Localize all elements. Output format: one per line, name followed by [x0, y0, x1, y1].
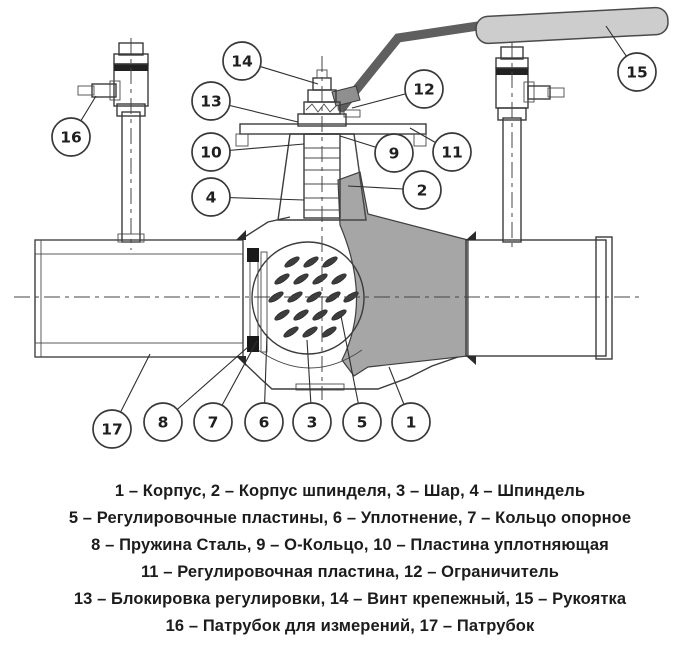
callout-8: 8 [143, 402, 183, 442]
handle-grip [475, 6, 669, 45]
callout-13: 13 [191, 81, 231, 121]
valve-drawing: 14 13 12 16 10 9 11 4 2 15 17 8 7 6 3 5 … [14, 6, 669, 449]
drain-plug [295, 383, 345, 391]
fitting-nipple [91, 83, 117, 98]
callout-14-label: 14 [231, 53, 253, 71]
callout-2: 2 [402, 170, 442, 210]
spring-bottom [247, 336, 259, 352]
callout-3: 3 [292, 402, 332, 442]
fitting-nipple [527, 85, 551, 100]
callout-7: 7 [193, 402, 233, 442]
centerlines [14, 38, 644, 400]
legend-line-5: 13 – Блокировка регулировки, 14 – Винт к… [73, 590, 627, 608]
callout-2-label: 2 [417, 182, 428, 200]
callout-12: 12 [404, 69, 444, 109]
callout-11-label: 11 [441, 144, 463, 162]
legend-line-4: 11 – Регулировочная пластина, 12 – Огран… [140, 563, 560, 581]
callout-17-label: 17 [101, 421, 123, 439]
valve-body-right [337, 171, 469, 377]
ball-and-seat [247, 241, 365, 355]
callout-9-label: 9 [389, 145, 400, 163]
callout-8-label: 8 [158, 414, 169, 432]
callout-15: 15 [617, 52, 657, 92]
callout-5-label: 5 [357, 414, 368, 432]
spring-top [247, 248, 259, 262]
left-pipe [34, 239, 244, 358]
right-measurement-fitting [495, 46, 565, 243]
right-pipe-end-cap [595, 236, 613, 360]
callout-3-label: 3 [307, 414, 318, 432]
callout-6-label: 6 [259, 414, 270, 432]
handle [331, 6, 669, 113]
adjustment-plate [239, 123, 427, 135]
callout-16-label: 16 [60, 129, 82, 147]
callout-1: 1 [391, 402, 431, 442]
callout-7-label: 7 [208, 414, 219, 432]
legend-line-3: 8 – Пружина Сталь, 9 – О-Кольцо, 10 – Пл… [91, 536, 609, 554]
callout-12-label: 12 [413, 81, 435, 99]
valve-body-outline [236, 216, 476, 391]
callout-17: 17 [92, 409, 132, 449]
legend-line-6: 16 – Патрубок для измерений, 17 – Патруб… [165, 617, 535, 635]
callout-4: 4 [191, 177, 231, 217]
callout-13-label: 13 [200, 93, 222, 111]
callout-11: 11 [432, 132, 472, 172]
seat-ring [260, 251, 268, 353]
callout-16: 16 [51, 117, 91, 157]
lock-tab [235, 133, 249, 147]
legend-line-2: 5 – Регулировочные пластины, 6 – Уплотне… [68, 509, 632, 527]
legend: 1 – Корпус, 2 – Корпус шпинделя, 3 – Шар… [0, 470, 700, 640]
legend-line-1: 1 – Корпус, 2 – Корпус шпинделя, 3 – Шар… [114, 482, 586, 500]
callout-4-label: 4 [206, 189, 217, 207]
right-pipe [465, 236, 613, 360]
callout-10: 10 [191, 132, 231, 172]
callout-6: 6 [244, 402, 284, 442]
callout-10-label: 10 [200, 144, 222, 162]
callout-15-label: 15 [626, 64, 648, 82]
callout-9: 9 [374, 133, 414, 173]
callout-5: 5 [342, 402, 382, 442]
callout-14: 14 [222, 41, 262, 81]
callout-1-label: 1 [406, 414, 417, 432]
